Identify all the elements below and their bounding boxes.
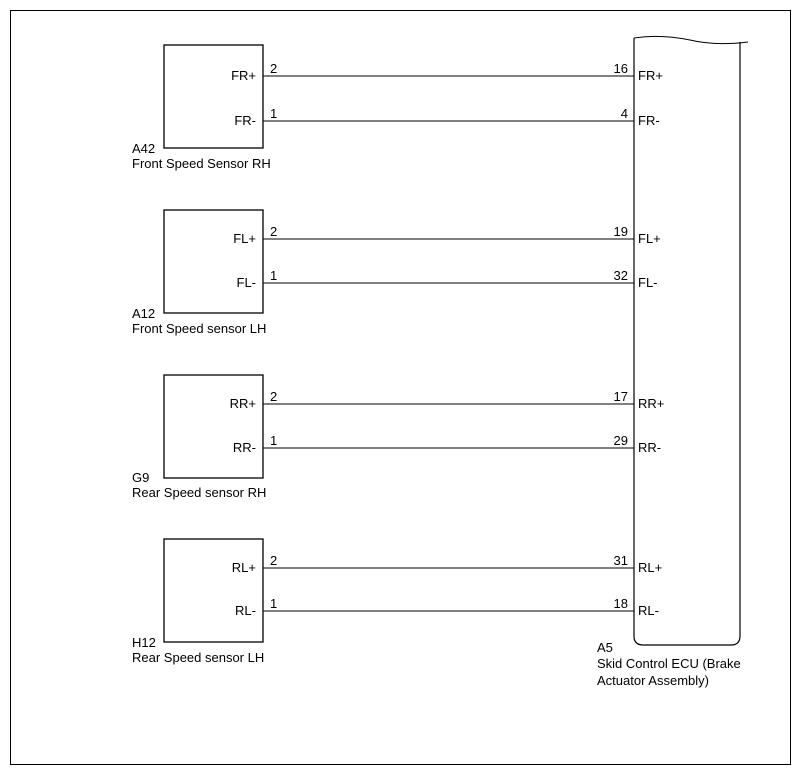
ecu-pin-number: 4 — [620, 106, 628, 121]
ecu-pin-number: 17 — [613, 389, 628, 404]
ecu-pin-number: 32 — [613, 268, 628, 283]
ecu-pin-label: RR- — [638, 440, 662, 455]
sensor-connector-id: G9 — [132, 470, 150, 485]
sensor-pin-label: RR- — [232, 440, 256, 455]
ecu-name-line1: Skid Control ECU (Brake — [597, 656, 741, 671]
sensor-pin-number: 2 — [270, 61, 278, 76]
sensor-pin-label: FL+ — [233, 231, 256, 246]
ecu-pin-number: 31 — [613, 553, 628, 568]
sensor-box-g9 — [163, 374, 264, 479]
sensor-connector-id: H12 — [132, 635, 156, 650]
ecu-name-line2: Actuator Assembly) — [597, 673, 709, 688]
sensor-name: Rear Speed sensor RH — [132, 485, 267, 500]
ecu-pin-label: FR+ — [638, 68, 663, 83]
ecu-pin-number: 18 — [613, 596, 628, 611]
ecu-break-line — [633, 35, 749, 45]
ecu-pin-number: 29 — [613, 433, 628, 448]
sensor-pin-number: 2 — [270, 553, 278, 568]
sensor-pin-label: FR+ — [231, 68, 256, 83]
ecu-pin-label: FR- — [638, 113, 660, 128]
sensor-box-a42 — [163, 44, 264, 149]
sensor-pin-number: 1 — [270, 433, 278, 448]
ecu-pin-number: 16 — [613, 61, 628, 76]
sensor-name: Front Speed Sensor RH — [132, 156, 271, 171]
sensor-pin-number: 1 — [270, 268, 278, 283]
sensor-pin-label: RL+ — [231, 560, 256, 575]
sensor-name: Rear Speed sensor LH — [132, 650, 265, 665]
diagram-frame — [10, 10, 791, 765]
sensor-connector-id: A12 — [132, 306, 156, 321]
sensor-pin-label: FL- — [236, 275, 257, 290]
sensor-pin-number: 2 — [270, 389, 278, 404]
sensor-box-h12 — [163, 538, 264, 643]
sensor-name: Front Speed sensor LH — [132, 321, 267, 336]
sensor-box-a12 — [163, 209, 264, 314]
ecu-pin-label: FL+ — [638, 231, 661, 246]
ecu-connector-id: A5 — [597, 640, 613, 655]
sensor-pin-label: RR+ — [229, 396, 256, 411]
sensor-pin-number: 2 — [270, 224, 278, 239]
sensor-connector-id: A42 — [132, 141, 156, 156]
ecu-pin-label: FL- — [638, 275, 658, 290]
ecu-pin-label: RL+ — [638, 560, 663, 575]
sensor-pin-number: 1 — [270, 596, 278, 611]
sensor-pin-number: 1 — [270, 106, 278, 121]
sensor-pin-label: RL- — [235, 603, 256, 618]
ecu-pin-label: RL- — [638, 603, 659, 618]
ecu-pin-label: RR+ — [638, 396, 665, 411]
ecu-pin-number: 19 — [613, 224, 628, 239]
sensor-pin-label: FR- — [234, 113, 256, 128]
ecu-outline — [633, 38, 741, 646]
